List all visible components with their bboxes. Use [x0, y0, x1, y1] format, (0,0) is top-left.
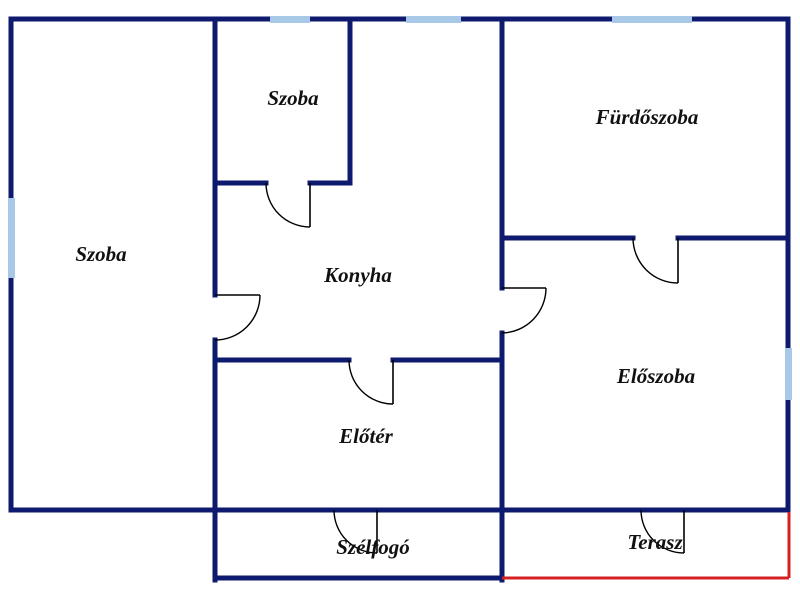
- room-label-konyha: Konyha: [323, 263, 392, 287]
- doors: [214, 182, 685, 554]
- terrace-edge: [502, 512, 791, 580]
- window-top-2: [406, 16, 461, 23]
- walls: [8, 16, 791, 583]
- door-small-room: [265, 182, 311, 228]
- room-label-eloszoba: Előszoba: [616, 364, 695, 388]
- room-label-szoba-left: Szoba: [75, 242, 126, 266]
- window-right: [785, 348, 792, 400]
- door-left-room: [214, 294, 261, 341]
- door-hall-terrace: [640, 509, 685, 554]
- room-label-furdoszoba: Fürdőszoba: [595, 105, 699, 129]
- room-labels: Szoba Szoba Konyha Fürdőszoba Előszoba E…: [75, 86, 698, 559]
- door-kitchen-hall: [501, 287, 547, 334]
- room-label-eloter: Előtér: [338, 424, 393, 448]
- windows: [8, 16, 792, 400]
- window-left: [8, 198, 15, 278]
- room-label-szoba-small: Szoba: [267, 86, 318, 110]
- door-bathroom: [632, 237, 679, 284]
- window-top-1: [270, 16, 310, 23]
- room-label-szelfogo: Szélfogó: [336, 535, 410, 559]
- door-kitchen-vestibule: [348, 359, 394, 405]
- room-label-terasz: Terasz: [627, 530, 683, 554]
- door-vestibule-windbreak: [333, 509, 378, 554]
- window-top-3: [612, 16, 692, 23]
